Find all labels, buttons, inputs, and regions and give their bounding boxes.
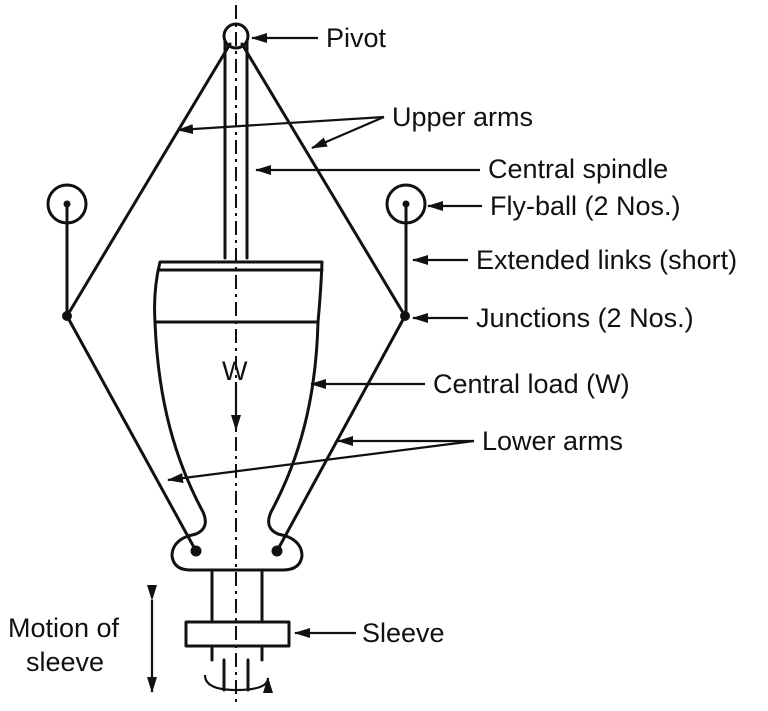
label-upper-arms: Upper arms	[392, 102, 533, 132]
label-load-symbol: W	[222, 356, 248, 386]
fly-ball-right	[385, 183, 427, 318]
label-motion-line1: Motion of	[8, 613, 120, 643]
label-junctions: Junctions (2 Nos.)	[476, 303, 694, 333]
label-central-load: Central load (W)	[433, 369, 630, 399]
fly-ball-left	[46, 183, 88, 318]
label-pivot: Pivot	[326, 23, 387, 53]
central-load	[153, 260, 324, 572]
lower-arms	[65, 314, 407, 553]
pivot-joint	[222, 22, 250, 50]
label-extended-links: Extended links (short)	[476, 245, 737, 275]
label-fly-ball: Fly-ball (2 Nos.)	[490, 191, 681, 221]
label-sleeve: Sleeve	[362, 618, 445, 648]
label-motion-line2: sleeve	[26, 647, 104, 677]
upper-arms	[65, 42, 407, 318]
label-central-spindle: Central spindle	[488, 154, 668, 184]
label-lower-arms: Lower arms	[482, 426, 623, 456]
leader-arrows	[167, 33, 482, 638]
central-spindle	[223, 40, 249, 260]
sleeve-assembly	[184, 568, 291, 694]
